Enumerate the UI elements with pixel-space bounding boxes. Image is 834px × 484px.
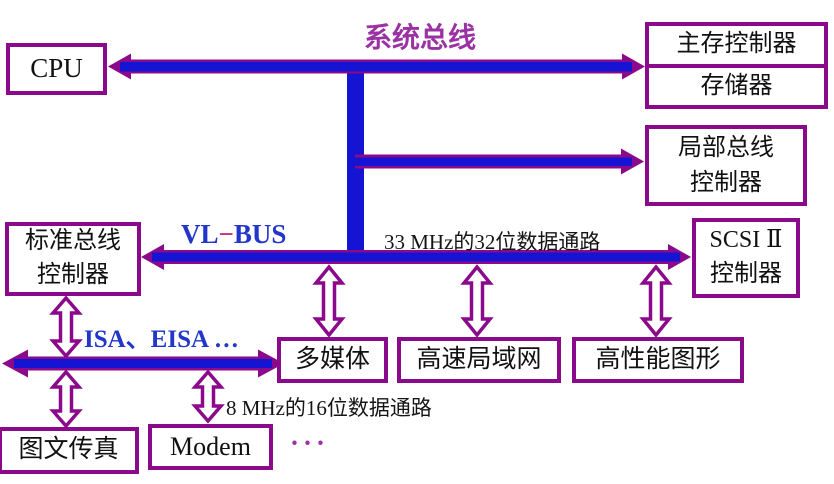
- data-path-32bit-label: 33 MHz的32位数据通路: [384, 230, 601, 254]
- high-speed-lan-box: 高速局域网: [397, 337, 561, 383]
- main-memory-controller-cell: 主存控制器: [649, 26, 824, 68]
- vl-bus-shaft: [152, 252, 680, 262]
- vl-bus-label-post: BUS: [233, 219, 287, 249]
- high-perf-graphics-box: 高性能图形: [572, 337, 744, 383]
- multimedia-box: 多媒体: [277, 337, 388, 383]
- bidirectional-arrow-graphics: [639, 264, 673, 338]
- vl-bus-label-pre: VL: [181, 219, 219, 249]
- memory-label: 存储器: [700, 72, 773, 99]
- local-bus-controller-box: 局部总线 控制器: [645, 125, 807, 206]
- devices-ellipsis: ···: [290, 428, 330, 458]
- local-bus-controller-line2: 控制器: [690, 169, 762, 196]
- modem-box: Modem: [148, 424, 273, 470]
- bidirectional-arrow-fax: [49, 369, 83, 429]
- vl-bus-label: VL−BUS: [181, 219, 286, 250]
- scsi-controller-line1: SCSI Ⅱ: [709, 227, 783, 254]
- bidirectional-arrow-stdbus-isa: [49, 295, 83, 359]
- fax-box: 图文传真: [0, 427, 139, 474]
- standard-bus-controller-box: 标准总线 控制器: [5, 222, 141, 296]
- memory-unit-box: 主存控制器 存储器: [645, 22, 828, 109]
- bidirectional-arrow-modem: [191, 369, 225, 424]
- local-bus-controller-line1: 局部总线: [678, 134, 774, 161]
- multimedia-label: 多媒体: [294, 345, 370, 373]
- high-speed-lan-label: 高速局域网: [416, 345, 542, 373]
- cpu-label: CPU: [30, 53, 83, 84]
- isa-eisa-label: ISA、EISA …: [84, 326, 239, 353]
- standard-bus-controller-line1: 标准总线: [25, 228, 121, 255]
- isa-bus-shaft: [14, 359, 272, 368]
- data-path-16bit-label: 8 MHz的16位数据通路: [226, 396, 432, 420]
- system-bus-title: 系统总线: [363, 23, 476, 54]
- standard-bus-controller-line2: 控制器: [37, 262, 109, 288]
- modem-label: Modem: [170, 432, 251, 462]
- scsi-controller-box: SCSI Ⅱ 控制器: [692, 218, 800, 298]
- system-bus-shaft: [120, 62, 632, 72]
- high-perf-graphics-label: 高性能图形: [595, 345, 721, 373]
- scsi-controller-line2: 控制器: [710, 261, 782, 287]
- main-memory-controller-label: 主存控制器: [676, 31, 797, 58]
- cpu-box: CPU: [6, 43, 107, 95]
- local-bus-branch-shaft: [355, 157, 632, 166]
- fax-label: 图文传真: [18, 436, 119, 464]
- vl-bus-label-dash: −: [218, 219, 234, 249]
- memory-cell: 存储器: [649, 68, 824, 106]
- bidirectional-arrow-multimedia: [312, 264, 346, 338]
- bidirectional-arrow-lan: [460, 264, 494, 338]
